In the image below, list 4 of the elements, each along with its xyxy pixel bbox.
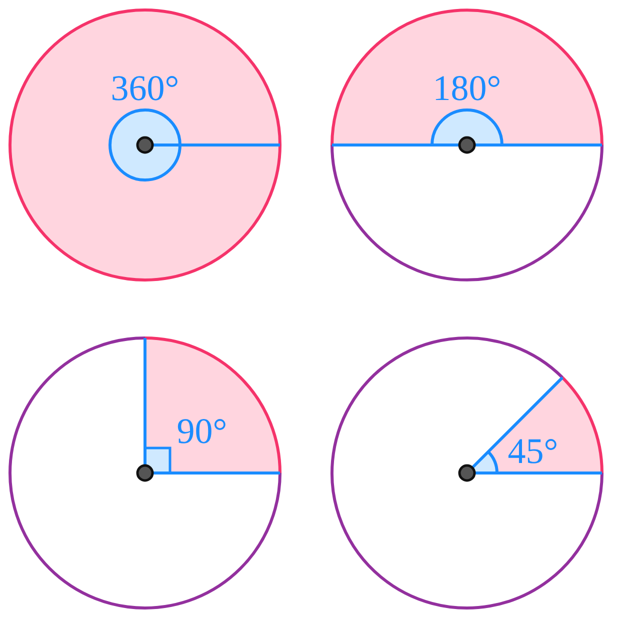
angle-label: 360° <box>110 70 180 106</box>
angle-label: 180° <box>432 70 502 106</box>
angle-label: 45° <box>508 433 558 469</box>
angle-label: 90° <box>176 413 228 449</box>
